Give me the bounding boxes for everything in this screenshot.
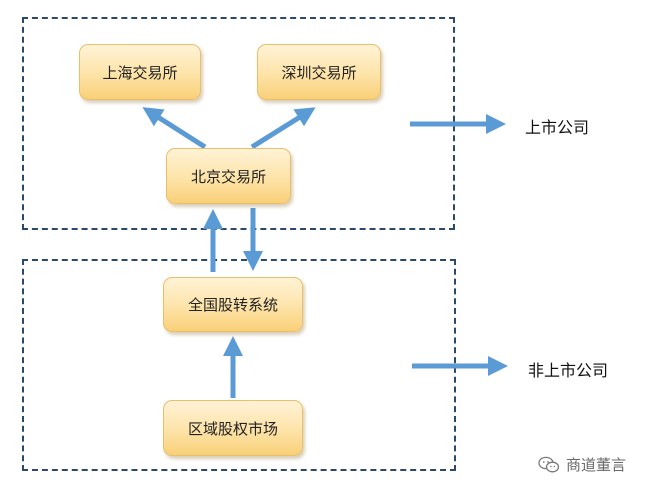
unlisted-companies-label: 非上市公司 bbox=[528, 361, 609, 380]
watermark-text: 商道董言 bbox=[566, 456, 627, 474]
neeq-node: 全国股转系统 bbox=[163, 277, 303, 332]
watermark: 商道董言 bbox=[538, 454, 626, 475]
listed-companies-label: 上市公司 bbox=[525, 118, 590, 137]
wechat-icon bbox=[538, 456, 560, 474]
arrow-beijing-to-shenzhen bbox=[250, 107, 316, 150]
shenzhen-exchange-node: 深圳交易所 bbox=[257, 44, 381, 100]
arrow-beijing-to-shanghai bbox=[142, 107, 207, 150]
shanghai-exchange-node: 上海交易所 bbox=[79, 44, 201, 100]
regional-equity-market-node: 区域股权市场 bbox=[163, 400, 303, 456]
beijing-exchange-node: 北京交易所 bbox=[166, 148, 291, 204]
